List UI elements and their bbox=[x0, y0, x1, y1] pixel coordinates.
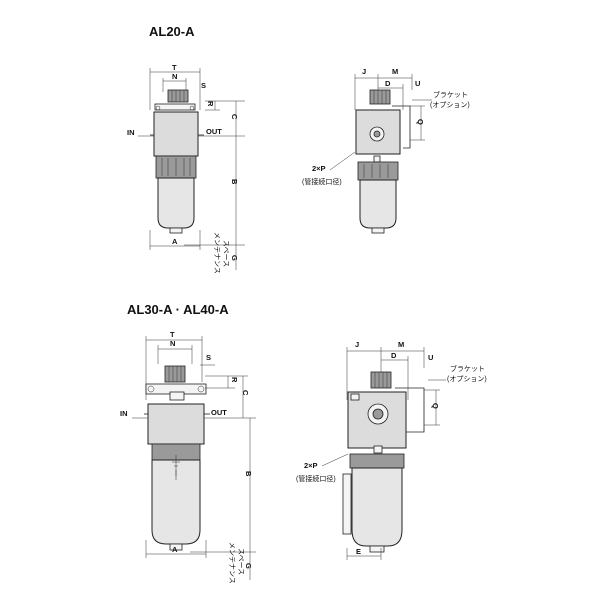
in-label: IN bbox=[120, 409, 128, 418]
dim-j: J bbox=[362, 67, 366, 76]
maintenance-space-note-2: スペース bbox=[222, 240, 230, 267]
bracket-label: ブラケット bbox=[450, 364, 485, 373]
dim-n: N bbox=[172, 72, 177, 81]
dim-b: B bbox=[230, 179, 239, 185]
dim-q: Q bbox=[431, 403, 440, 409]
dim-s: S bbox=[206, 353, 211, 362]
dim-j: J bbox=[355, 340, 359, 349]
al20-front-view: T N S bbox=[127, 63, 245, 274]
dim-u: U bbox=[428, 353, 433, 362]
port-label: 2×P bbox=[312, 164, 326, 173]
dim-d: D bbox=[385, 79, 391, 88]
dim-r: R bbox=[206, 101, 215, 107]
dim-q: Q bbox=[416, 119, 425, 125]
dim-t: T bbox=[172, 63, 177, 72]
dim-a: A bbox=[172, 237, 178, 246]
dim-m: M bbox=[398, 340, 404, 349]
maintenance-space-note-2: スペース bbox=[237, 548, 245, 575]
al20-side-view: J M D U Q bbox=[302, 67, 470, 234]
dim-g: G bbox=[244, 563, 253, 569]
dim-m: M bbox=[392, 67, 398, 76]
dim-u: U bbox=[415, 79, 420, 88]
dim-t: T bbox=[170, 330, 175, 339]
bracket-option-label: (オプション) bbox=[447, 375, 487, 383]
port-note: (管接続口径) bbox=[302, 177, 342, 186]
maintenance-space-note: メンテナンス bbox=[213, 232, 221, 274]
dim-e: E bbox=[356, 547, 361, 556]
bracket-label: ブラケット bbox=[433, 90, 468, 99]
dim-c: C bbox=[230, 114, 239, 120]
port-label: 2×P bbox=[304, 461, 318, 470]
dim-c: C bbox=[241, 390, 250, 396]
dim-r: R bbox=[230, 377, 239, 383]
bracket-option-label: (オプション) bbox=[430, 101, 470, 109]
dim-d: D bbox=[391, 351, 397, 360]
dim-g: G bbox=[230, 255, 239, 261]
al30-side-view: J M D U Q bbox=[296, 340, 487, 560]
maintenance-space-note: メンテナンス bbox=[228, 542, 236, 584]
out-label: OUT bbox=[206, 127, 222, 136]
port-note: (管接続口径) bbox=[296, 474, 336, 483]
dim-n: N bbox=[170, 339, 175, 348]
model-title-al20: AL20-A bbox=[149, 24, 195, 39]
al30-front-view: T N S bbox=[120, 330, 256, 584]
out-label: OUT bbox=[211, 408, 227, 417]
dim-s: S bbox=[201, 81, 206, 90]
dim-a: A bbox=[172, 545, 178, 554]
in-label: IN bbox=[127, 128, 135, 137]
model-title-al30-al40: AL30-A · AL40-A bbox=[127, 302, 229, 317]
dim-b: B bbox=[244, 471, 253, 477]
